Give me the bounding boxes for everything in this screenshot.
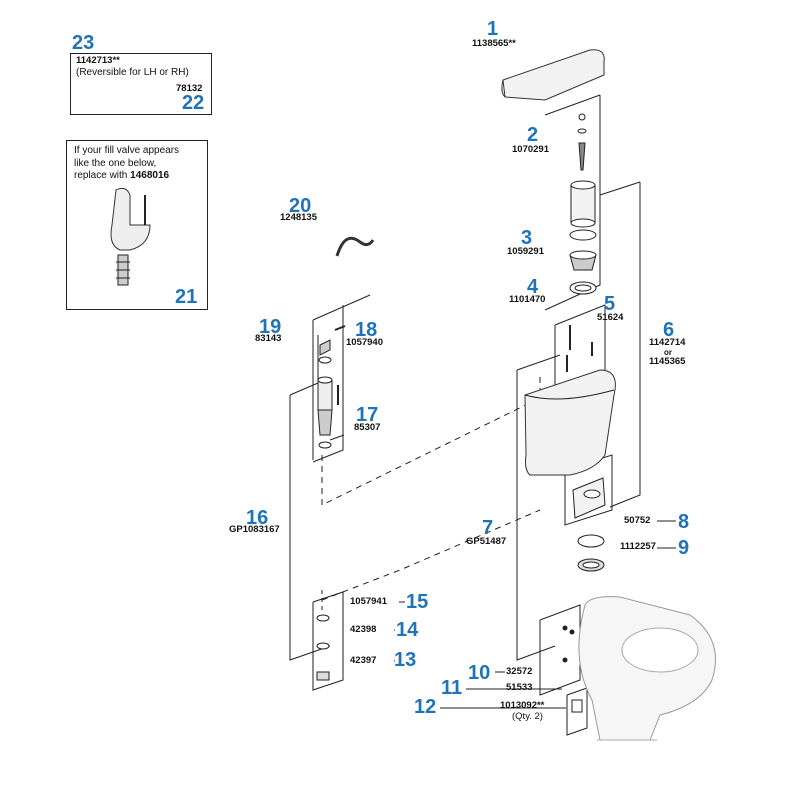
fill-valve-note: If your fill valve appears like the one …	[74, 145, 179, 183]
part-number-18: 1057940	[346, 337, 383, 348]
panel-tank-outline	[609, 182, 641, 508]
part-number-15: 1057941	[350, 596, 387, 607]
lever-note: (Reversible for LH or RH)	[76, 67, 189, 78]
callout-14: 14	[396, 619, 419, 641]
part-number-6-or: or	[664, 348, 672, 357]
callout-23: 23	[72, 32, 95, 54]
part-number-2: 1070291	[512, 144, 549, 155]
fill-valve-note-line3: replace with 1468016	[74, 170, 179, 183]
callout-15: 15	[406, 591, 429, 613]
fill-valve-replacement-part: 1468016	[130, 170, 170, 181]
part-number-13: 42397	[350, 655, 377, 666]
part-number-12: 1013092**	[500, 700, 545, 711]
fill-valve-note-line2: like the one below,	[74, 157, 157, 169]
part-number-7: GP51487	[466, 536, 507, 547]
panel-tank-to-bowl-outline	[516, 370, 556, 661]
part-number-20: 1248135	[280, 212, 317, 223]
callout-5: 5	[604, 293, 616, 315]
part-number-5: 51624	[597, 312, 624, 323]
trip-lever-inset	[70, 53, 212, 115]
callout-12: 12	[414, 696, 437, 718]
callout-1: 1	[487, 18, 499, 40]
part-number-1: 1138565**	[472, 38, 516, 49]
fill-valve-note-prefix: replace with	[74, 170, 131, 181]
part-number-12-note: (Qty. 2)	[512, 711, 543, 722]
tank-shape	[524, 369, 616, 476]
part-number-3: 1059291	[507, 246, 544, 257]
panel-bowl-bolts-outline	[539, 604, 581, 696]
part-number-8: 50752	[624, 515, 651, 526]
fill-valve-note-line1: If your fill valve appears	[74, 145, 180, 156]
tank-lid-shape	[501, 49, 605, 101]
part-number-9: 1112257	[620, 541, 656, 552]
part-number-22: 78132	[176, 83, 203, 94]
part-number-11: 51533	[506, 682, 533, 693]
callout-19: 19	[259, 316, 282, 338]
part-number-17: 85307	[354, 422, 381, 433]
callout-3: 3	[521, 227, 533, 249]
part-number-14: 42398	[350, 624, 377, 635]
callout-17: 17	[356, 404, 379, 426]
old-fill-valve-inset	[66, 140, 208, 310]
callout-9: 9	[678, 537, 690, 559]
callout-7: 7	[482, 517, 494, 539]
callout-8: 8	[678, 511, 690, 533]
panel-bolt-caps-outline	[566, 687, 588, 736]
dashed-connector-lower	[321, 509, 541, 601]
callout-20: 20	[289, 195, 312, 217]
callout-22: 22	[182, 92, 205, 114]
part-number-4: 1101470	[509, 294, 546, 305]
callout-2: 2	[527, 124, 539, 146]
part-number-10: 32572	[506, 666, 533, 677]
callout-21: 21	[175, 286, 198, 308]
old-fill-valve-shape	[110, 187, 151, 251]
callout-4: 4	[527, 276, 539, 298]
callout-11: 11	[441, 677, 463, 699]
dashed-connector-upper	[321, 375, 541, 506]
part-number-16: GP1083167	[229, 524, 280, 535]
callout-18: 18	[355, 319, 378, 341]
panel-flush-valve-outline	[544, 95, 601, 311]
part-number-19: 83143	[255, 333, 282, 344]
part-number-6-alt: 1145365	[649, 356, 686, 367]
callout-10: 10	[468, 662, 491, 684]
part-number-6: 1142714	[649, 337, 686, 348]
part-number-23: 1142713**	[76, 55, 120, 66]
callout-6: 6	[663, 319, 675, 341]
refill-tube-shape	[335, 236, 375, 257]
callout-13: 13	[394, 649, 417, 671]
callout-16: 16	[246, 507, 269, 529]
panel-fill-valve-outline	[312, 294, 371, 321]
